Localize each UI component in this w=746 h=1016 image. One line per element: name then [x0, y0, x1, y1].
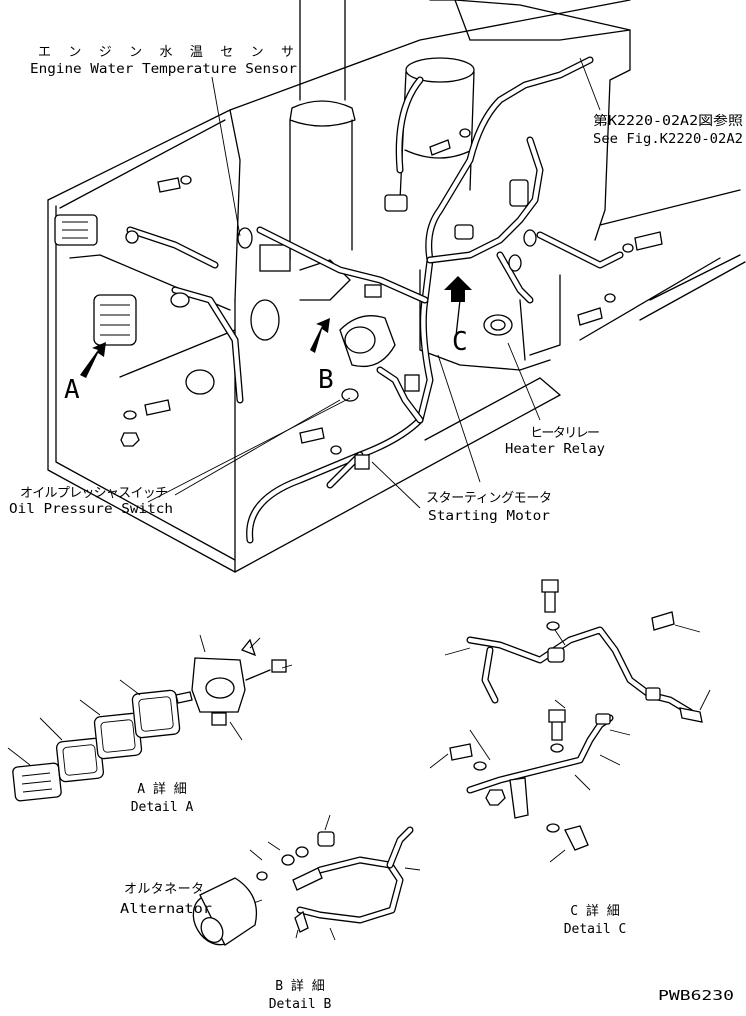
- detail-b-title-en: Detail B: [269, 997, 332, 1011]
- figure-code: PWB6230: [658, 989, 734, 1004]
- alternator-label-en: Alternator: [120, 902, 212, 917]
- view-arrow-icon: [80, 276, 472, 378]
- detail-a-title-jp: A 詳 細: [137, 781, 186, 797]
- oil-pressure-switch-label-jp: オイルプレッシャスイッチ: [20, 486, 168, 501]
- leader-lines: [147, 57, 601, 906]
- starting-motor-label-jp: スターティングモータ: [426, 491, 552, 506]
- water-temp-sensor-label-jp: エンジン水温センサ: [38, 45, 294, 60]
- detail-a-drawing: [7, 634, 293, 802]
- view-marker-b: B: [318, 365, 334, 395]
- detail-b-title-jp: B 詳 細: [275, 978, 324, 994]
- see-fig-label-en: See Fig.K2220-02A2: [593, 132, 743, 147]
- starting-motor-label-en: Starting Motor: [428, 509, 550, 524]
- see-fig-label-jp: 第K2220-02A2図参照: [593, 113, 743, 129]
- heater-relay-label-jp: ヒータリレー: [530, 426, 600, 441]
- oil-pressure-switch-label-en: Oil Pressure Switch: [9, 502, 173, 517]
- alternator-label-jp: オルタネータ: [124, 882, 204, 897]
- view-marker-c: C: [452, 327, 468, 357]
- detail-b-drawing: [192, 814, 421, 946]
- heater-relay-label-en: Heater Relay: [505, 442, 605, 457]
- detail-c-title-en: Detail C: [564, 922, 627, 937]
- detail-a-title-en: Detail A: [131, 800, 194, 815]
- engine-assembly: [47, 0, 746, 573]
- view-marker-a: A: [64, 375, 80, 405]
- detail-c-title-jp: C 詳 細: [570, 903, 619, 919]
- detail-c-drawing: [429, 579, 711, 863]
- water-temp-sensor-label-en: Engine Water Temperature Sensor: [30, 62, 297, 77]
